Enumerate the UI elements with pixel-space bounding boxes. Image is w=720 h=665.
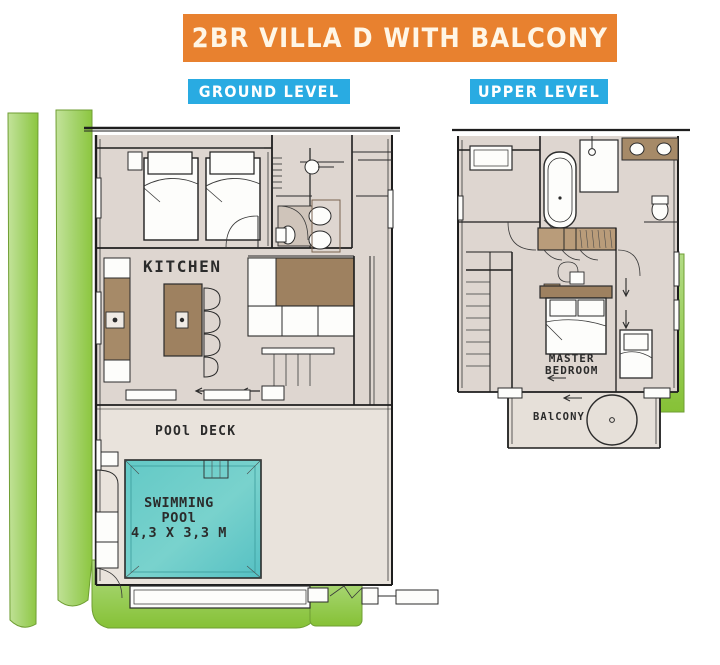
upper-toilet: [644, 195, 678, 223]
title-banner: 2BR VILLA D WITH BALCONY: [183, 14, 617, 62]
upper-staircase: [466, 251, 513, 392]
upper-openings: [457, 195, 680, 331]
label-swimming-pool: SWIMMING POOl 4,3 X 3,3 M: [131, 495, 228, 542]
master-bed: [539, 271, 613, 355]
master-label-line1: MASTER: [548, 352, 595, 365]
master-label-line2: BEDROOM: [545, 364, 599, 378]
ground-level-plan: [84, 126, 439, 609]
label-pool-deck: POOl DECK: [155, 424, 237, 439]
living-area: [247, 255, 355, 401]
swimming-pool-shape: [124, 459, 262, 579]
twin-beds: [127, 147, 264, 249]
kitchen-furniture: [103, 257, 221, 383]
label-balcony: BAlCONY: [533, 411, 585, 423]
badge-ground-level-label: GROUND LEVEL: [198, 82, 340, 101]
openings: [95, 177, 394, 471]
upper-flow-arrows: [546, 278, 630, 402]
entry-gate: [307, 585, 439, 605]
badge-upper-level: UPPER LEVEL: [470, 79, 608, 104]
badge-ground-level: GROUND LEVEL: [188, 79, 350, 104]
balcony-area: [497, 387, 671, 449]
label-kitchen: KITCHEN: [143, 257, 222, 276]
pool-dimensions: 4,3 X 3,3 M: [131, 525, 228, 542]
pool-label-line2: POOl: [161, 510, 197, 527]
page-title: 2BR VILLA D WITH BALCONY: [191, 22, 609, 54]
sun-loungers: [95, 451, 123, 599]
double-vanity: [621, 137, 679, 161]
upper-level-plan: [452, 128, 690, 449]
badge-upper-level-label: UPPER LEVEL: [477, 82, 601, 101]
daybed: [619, 329, 653, 379]
upper-bathtub: [543, 151, 577, 229]
wardrobe: [537, 227, 617, 283]
ground-bathroom: [272, 157, 341, 253]
label-master-bedroom: MASTER BEDROOM: [545, 352, 599, 378]
pool-label-line1: SWIMMING: [144, 495, 214, 511]
ground-staircase: [353, 256, 375, 405]
